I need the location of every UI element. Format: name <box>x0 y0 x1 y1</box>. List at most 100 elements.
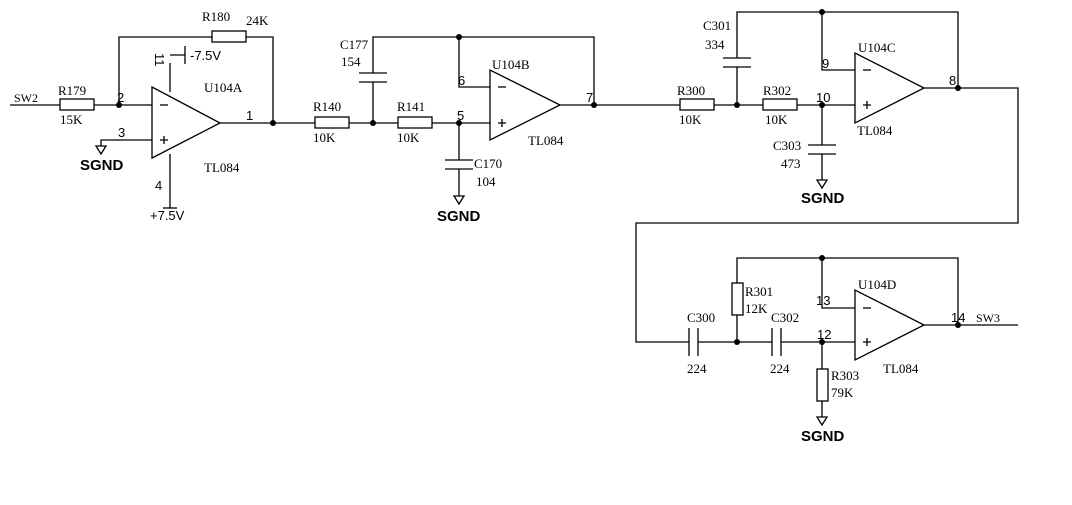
sgnd-label: SGND <box>80 157 124 174</box>
r302-value: 10K <box>765 112 788 127</box>
c302-value: 224 <box>770 361 790 376</box>
u104c-pin-out: 8 <box>949 73 956 88</box>
u104a-pin-noninv: 3 <box>118 125 125 140</box>
c301-capacitor <box>723 57 751 68</box>
r180-resistor <box>211 30 247 43</box>
c301-value: 334 <box>705 37 725 52</box>
sgnd-ground-icon <box>452 195 466 206</box>
vneg-label: -7.5V <box>190 48 221 63</box>
junction-dot <box>591 102 597 108</box>
junction-dot <box>116 102 122 108</box>
u104b-part: TL084 <box>528 133 564 148</box>
stage-c <box>635 9 1019 343</box>
r140-value: 10K <box>313 130 336 145</box>
u104d-opamp <box>854 288 926 362</box>
labels: SW2 SW3 R179 15K R180 24K U104A TL084 2 … <box>14 9 1000 445</box>
r303-resistor <box>816 368 829 402</box>
r179-resistor <box>59 98 95 111</box>
c177-ref: C177 <box>340 37 369 52</box>
r301-resistor <box>731 282 744 316</box>
c303-value: 473 <box>781 156 801 171</box>
r180-ref: R180 <box>202 9 230 24</box>
c303-capacitor <box>808 144 836 155</box>
r140-resistor <box>314 116 350 129</box>
junction-dot <box>819 339 825 345</box>
c170-ref: C170 <box>474 156 502 171</box>
junction-dot <box>456 34 462 40</box>
r300-ref: R300 <box>677 83 705 98</box>
junction-dot <box>456 120 462 126</box>
r180-value: 24K <box>246 13 269 28</box>
r301-ref: R301 <box>745 284 773 299</box>
c302-ref: C302 <box>771 310 799 325</box>
u104d-pin-inv: 13 <box>816 293 830 308</box>
u104a-part: TL084 <box>204 160 240 175</box>
r141-value: 10K <box>397 130 420 145</box>
u104b-pin-out: 7 <box>586 90 593 105</box>
junction-dot <box>734 102 740 108</box>
sgnd-label: SGND <box>801 428 845 445</box>
r302-ref: R302 <box>763 83 791 98</box>
u104d-part: TL084 <box>883 361 919 376</box>
r300-resistor <box>679 98 715 111</box>
u104a-pin-vneg: 11 <box>152 53 167 67</box>
input-signal-label: SW2 <box>14 91 38 105</box>
u104b-opamp <box>489 68 562 142</box>
sgnd-ground-icon <box>94 145 108 156</box>
junction-dot <box>819 9 825 15</box>
u104a-opamp <box>151 85 222 160</box>
c177-value: 154 <box>341 54 361 69</box>
r300-value: 10K <box>679 112 702 127</box>
sgnd-ground-icon <box>815 416 829 427</box>
stage-b <box>314 34 680 206</box>
r303-ref: R303 <box>831 368 859 383</box>
stage-d <box>688 255 1018 427</box>
u104d-name: U104D <box>858 277 896 292</box>
r141-ref: R141 <box>397 99 425 114</box>
r301-value: 12K <box>745 301 768 316</box>
u104a-pin-out: 1 <box>246 108 253 123</box>
u104c-part: TL084 <box>857 123 893 138</box>
sgnd-label: SGND <box>801 190 845 207</box>
c300-value: 224 <box>687 361 707 376</box>
u104c-name: U104C <box>858 40 896 55</box>
r140-ref: R140 <box>313 99 341 114</box>
u104a-pin-vpos: 4 <box>155 178 162 193</box>
c303-ref: C303 <box>773 138 801 153</box>
junction-dot <box>819 102 825 108</box>
junction-dot <box>734 339 740 345</box>
junction-dot <box>955 85 961 91</box>
vpos-label: +7.5V <box>150 208 185 223</box>
u104a-name: U104A <box>204 80 243 95</box>
u104d-pin-out: 14 <box>951 310 965 325</box>
c170-value: 104 <box>476 174 496 189</box>
sgnd-ground-icon <box>815 179 829 190</box>
r141-resistor <box>397 116 433 129</box>
r303-value: 79K <box>831 385 854 400</box>
c177-capacitor <box>359 72 387 83</box>
c302-capacitor <box>771 328 782 356</box>
u104b-pin-noninv: 5 <box>457 108 464 123</box>
c300-capacitor <box>688 328 699 356</box>
r179-value: 15K <box>60 112 83 127</box>
u104b-name: U104B <box>492 57 530 72</box>
u104a-pin-inv: 2 <box>117 90 124 105</box>
u104c-pin-noninv: 10 <box>816 90 830 105</box>
r302-resistor <box>762 98 798 111</box>
stage-a <box>10 30 373 209</box>
u104c-opamp <box>854 51 926 125</box>
output-signal-label: SW3 <box>976 311 1000 325</box>
sgnd-label: SGND <box>437 208 481 225</box>
junction-dot <box>955 322 961 328</box>
u104d-pin-noninv: 12 <box>817 327 831 342</box>
u104d-plus-sign <box>863 338 871 346</box>
u104b-pin-inv: 6 <box>458 73 465 88</box>
u104c-pin-inv: 9 <box>822 56 829 71</box>
c170-capacitor <box>445 159 473 170</box>
u104c-plus-sign <box>863 101 871 109</box>
junction-dot <box>270 120 276 126</box>
u104b-plus-sign <box>498 119 506 127</box>
junction-dot <box>819 255 825 261</box>
